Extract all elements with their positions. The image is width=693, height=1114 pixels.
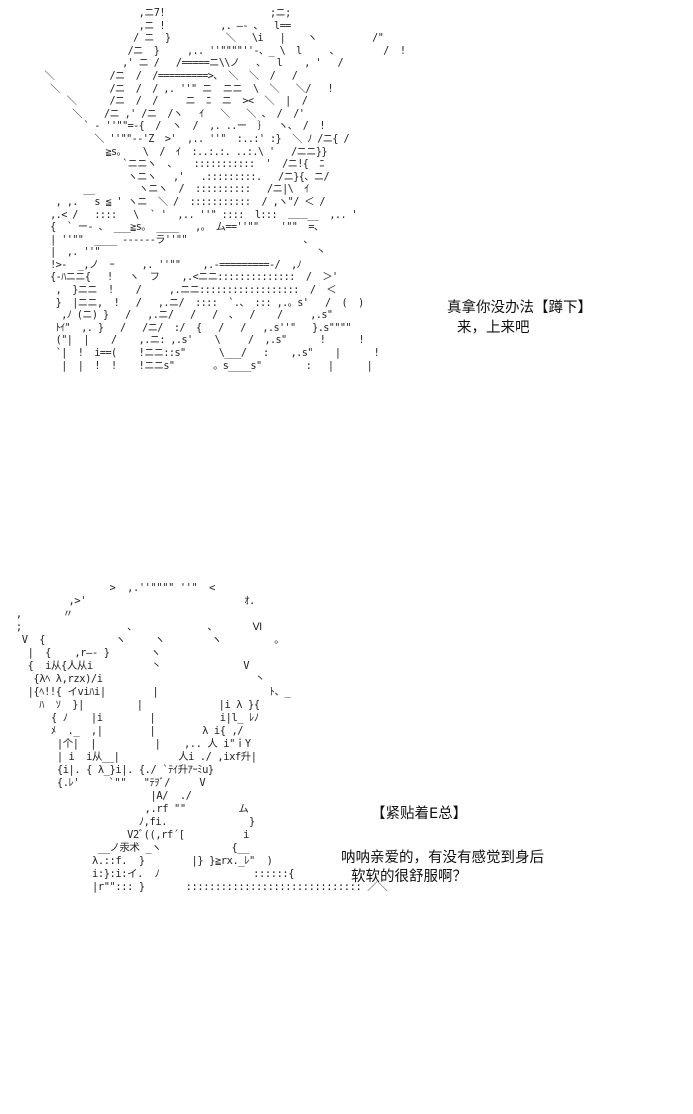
ascii-art-bottom-character: > ,.''"""" ''" < ,>' ｵ. , 〃 ; 、 、 Ⅵ V { …: [15, 582, 388, 893]
dialogue-top-line-2: 来，上来吧: [457, 320, 530, 336]
dialogue-bottom-line-1: 呐呐亲爱的，有没有感觉到身后: [341, 850, 544, 866]
dialogue-top-line-1: 真拿你没办法【蹲下】: [447, 300, 592, 316]
ascii-art-top-character: ,ニ7! ;ニ; ,ニ ! ,. ―- 、 l== / ニ } ＼ \i | ヽ…: [44, 8, 406, 372]
stage-direction-note: 【紧贴着E总】: [371, 806, 468, 822]
dialogue-bottom-line-2: 软软的很舒服啊？: [351, 869, 467, 885]
